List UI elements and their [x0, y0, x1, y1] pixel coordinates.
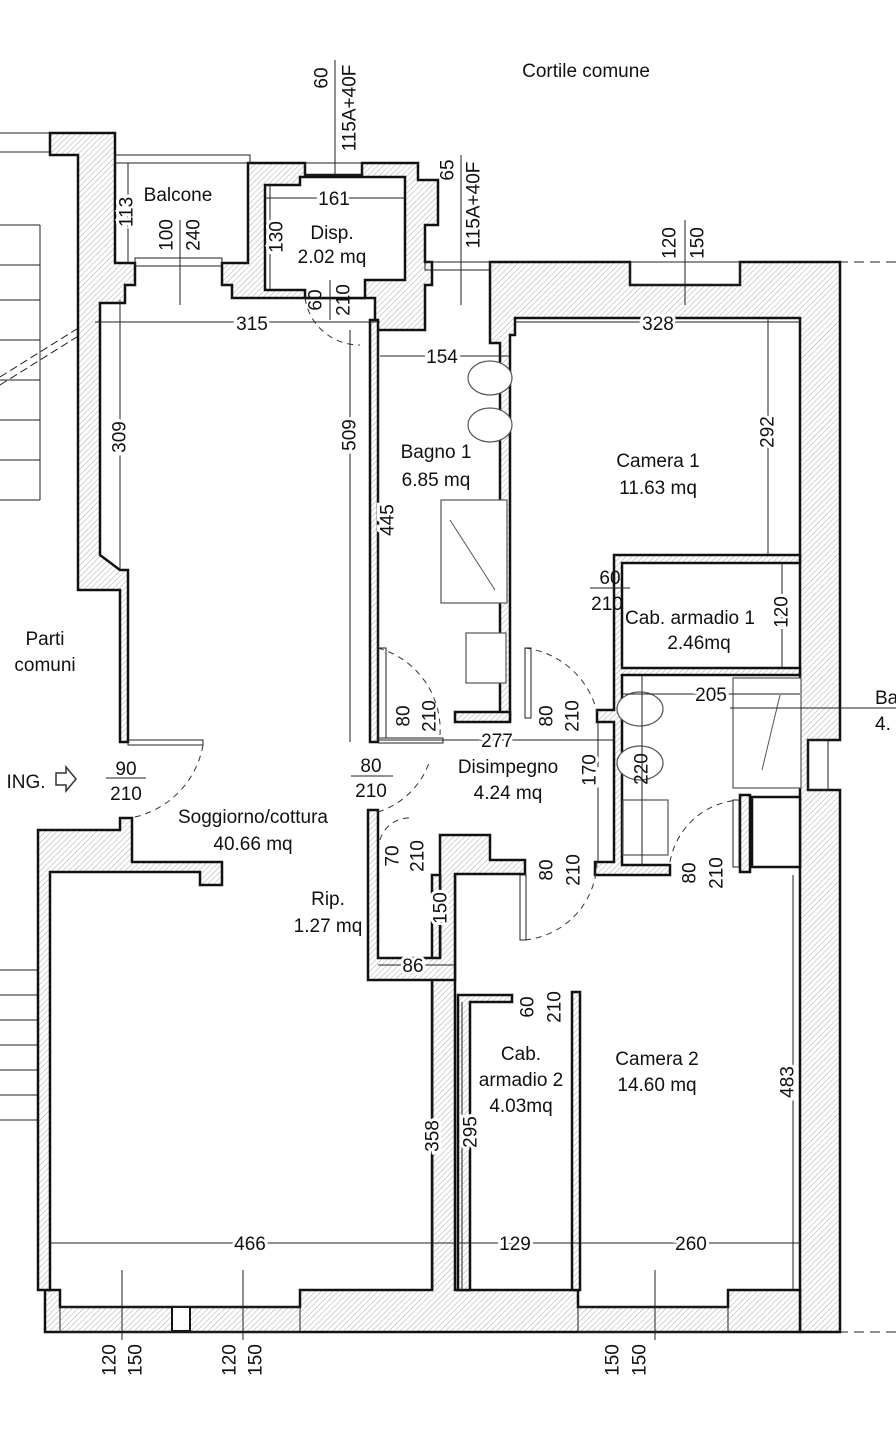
area-cab2: 4.03mq [489, 1096, 552, 1117]
label-disimpegno: Disimpegno [458, 757, 558, 778]
door-height: 210 [564, 854, 585, 886]
arrow-right-icon [55, 764, 77, 794]
door-width: 70 [383, 845, 404, 866]
window-width: 120 [100, 1344, 121, 1376]
sink-icon [622, 799, 669, 856]
dim-label: 154 [426, 347, 458, 368]
dim-label: 115A+40F [464, 162, 485, 249]
door-height: 210 [408, 840, 429, 872]
door-height: 210 [591, 594, 623, 615]
dim-label: 277 [481, 731, 513, 752]
dim-label: 309 [110, 421, 131, 453]
dim-label: 150 [688, 227, 709, 259]
dim-label: 150 [431, 892, 452, 924]
toilet-icon [467, 360, 513, 396]
label-camera1: Camera 1 [616, 451, 699, 472]
bidet-icon [467, 407, 513, 443]
dim-label: 120 [772, 596, 793, 628]
window-width: 120 [220, 1344, 241, 1376]
dim-label: 445 [378, 504, 399, 536]
area-camera2: 14.60 mq [617, 1075, 696, 1096]
label-bagno2: Ba [875, 688, 896, 709]
dim-label: 509 [340, 419, 361, 451]
dim-label: 100 [157, 219, 178, 251]
dim-label: 120 [660, 227, 681, 259]
door-width: 80 [537, 859, 558, 880]
label-cab2-2: armadio 2 [479, 1070, 564, 1091]
shower-icon [440, 499, 508, 604]
area-camera1: 11.63 mq [619, 478, 697, 499]
area-rip: 1.27 mq [294, 916, 363, 937]
dim-label: 328 [642, 314, 674, 335]
dim-label: 210 [334, 284, 355, 316]
window-height: 150 [246, 1344, 267, 1376]
area-bagno2: 4. [875, 714, 891, 735]
dimension-labels: 161 315 154 328 277 205 86 466 129 260 1… [100, 65, 802, 1376]
window-height: 150 [126, 1344, 147, 1376]
dim-label: 115A+40F [340, 65, 361, 152]
label-camera2: Camera 2 [615, 1049, 698, 1070]
door-height: 210 [110, 784, 142, 805]
door-height: 210 [545, 991, 566, 1023]
label-comuni: comuni [14, 655, 75, 676]
label-rip: Rip. [311, 889, 345, 910]
door-width: 80 [394, 705, 415, 726]
stairs [0, 132, 896, 1333]
door-height: 210 [563, 700, 584, 732]
room-labels: Cortile comune Balcone Disp. 2.02 mq Bag… [6, 61, 896, 1117]
area-disp: 2.02 mq [298, 247, 367, 268]
windows [59, 154, 829, 1333]
dim-label: 86 [402, 956, 423, 977]
label-bagno1: Bagno 1 [401, 442, 472, 463]
dim-label: 358 [423, 1120, 444, 1152]
dim-label: 205 [695, 685, 727, 706]
dim-label: 170 [580, 754, 601, 786]
door-width: 90 [115, 759, 136, 780]
label-disp: Disp. [310, 223, 353, 244]
dim-label: 113 [117, 197, 138, 227]
dim-label: 292 [758, 416, 779, 448]
door-width: 60 [518, 996, 539, 1017]
dim-label: 220 [632, 753, 653, 785]
door-width: 80 [537, 705, 558, 726]
bathroom-fixtures [440, 360, 802, 856]
window-width: 150 [603, 1344, 624, 1376]
area-cab1: 2.46mq [667, 633, 730, 654]
door-width: 80 [680, 862, 701, 883]
area-bagno1: 6.85 mq [402, 470, 471, 491]
bidet-icon [616, 745, 664, 781]
dim-label: 483 [778, 1066, 799, 1098]
label-cab1: Cab. armadio 1 [625, 608, 755, 629]
window-height: 150 [630, 1344, 651, 1376]
door-width: 80 [360, 756, 381, 777]
dim-label: 129 [499, 1234, 531, 1255]
sink-icon [465, 632, 507, 684]
label-balcone: Balcone [144, 185, 213, 206]
dim-label: 130 [267, 221, 288, 253]
dimension-lines [50, 60, 896, 1340]
dim-label: 260 [675, 1234, 707, 1255]
door-width: 60 [599, 568, 620, 589]
label-soggiorno: Soggiorno/cottura [178, 807, 328, 828]
label-cab2-1: Cab. [501, 1044, 541, 1065]
label-ingresso: ING. [6, 772, 45, 793]
dim-label: 60 [306, 289, 327, 310]
dim-label: 295 [461, 1116, 482, 1148]
toilet-icon [616, 691, 664, 727]
area-soggiorno: 40.66 mq [213, 834, 292, 855]
dim-label: 161 [318, 189, 350, 210]
label-parti: Parti [25, 629, 64, 650]
dim-label: 65 [438, 159, 459, 180]
label-cortile: Cortile comune [522, 61, 650, 82]
dim-label: 315 [236, 314, 268, 335]
door-height: 210 [420, 700, 441, 732]
door-height: 210 [355, 781, 387, 802]
dim-label: 466 [234, 1234, 266, 1255]
shower-icon [732, 677, 802, 789]
area-disimpegno: 4.24 mq [474, 783, 543, 804]
dim-label: 60 [312, 67, 333, 88]
dim-label: 240 [184, 219, 205, 251]
door-height: 210 [707, 857, 728, 889]
